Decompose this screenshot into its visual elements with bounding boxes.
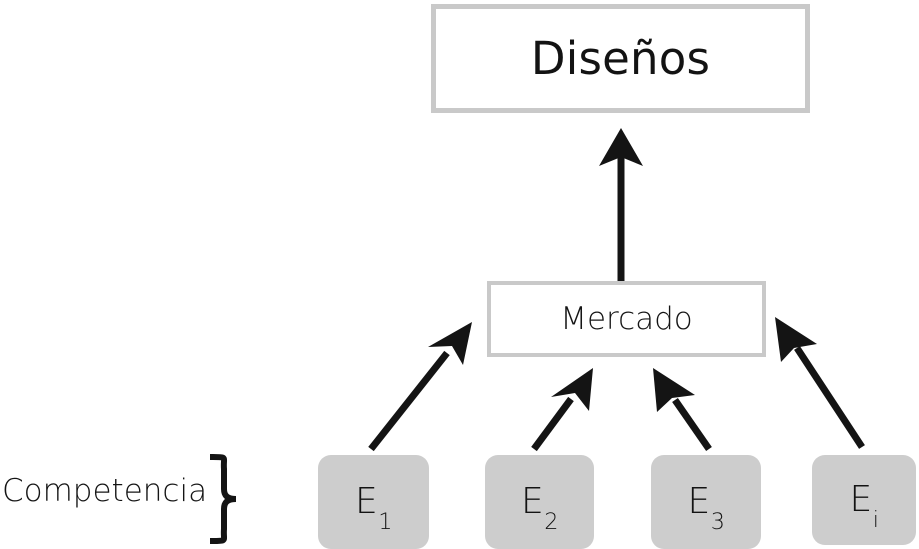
node-e2-label-subscript: 2 xyxy=(544,508,559,535)
arrow-e2-to-mercado xyxy=(531,368,593,452)
arrow-e3-to-mercado xyxy=(653,368,712,451)
competencia-label: Competencia xyxy=(2,473,208,509)
arrow-ei-to-mercado xyxy=(775,317,865,449)
arrow-e1-to-mercado xyxy=(368,322,472,452)
node-ei-label: Ei xyxy=(849,479,879,531)
node-ei-label-subscript: i xyxy=(872,506,879,533)
node-e2-label: E2 xyxy=(521,481,558,533)
node-e3-label-base: E xyxy=(687,481,711,522)
arrow-mercado-to-disenos xyxy=(599,128,643,281)
node-disenos-label: Diseños xyxy=(530,32,711,85)
node-e3-label-subscript: 3 xyxy=(710,508,725,535)
node-e1[interactable]: E1 xyxy=(318,455,429,549)
node-ei-label-base: E xyxy=(849,479,873,520)
node-mercado-label: Mercado xyxy=(560,300,693,337)
node-ei[interactable]: Ei xyxy=(812,455,916,545)
node-mercado[interactable]: Mercado xyxy=(487,281,766,357)
node-e1-label: E1 xyxy=(355,481,392,533)
node-e2[interactable]: E2 xyxy=(485,455,594,549)
node-e1-label-base: E xyxy=(355,481,378,522)
node-disenos[interactable]: Diseños xyxy=(431,4,810,113)
competencia-brace-icon xyxy=(209,453,237,545)
node-e1-label-subscript: 1 xyxy=(378,508,393,535)
node-e3-label: E3 xyxy=(687,481,725,533)
node-e2-label-base: E xyxy=(521,481,544,522)
node-e3[interactable]: E3 xyxy=(651,455,761,549)
